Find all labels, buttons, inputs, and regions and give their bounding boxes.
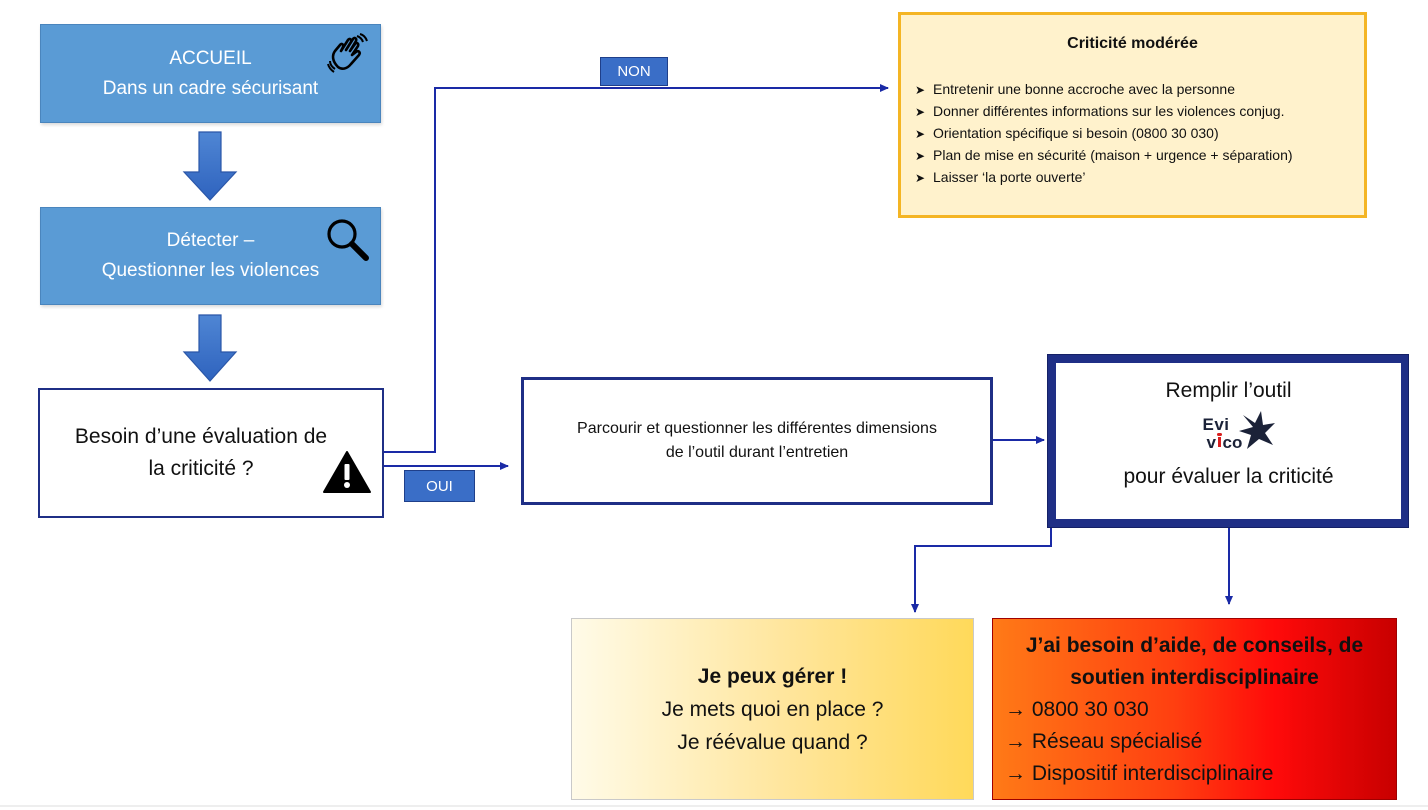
logo-dot <box>1216 433 1222 436</box>
accueil-title: ACCUEIL <box>169 47 252 69</box>
remplir-line2: pour évaluer la criticité <box>1123 465 1334 488</box>
criticite-moderee-title: Criticité modérée <box>1067 35 1198 52</box>
detecter-box: Détecter – Questionner les violences <box>40 207 381 305</box>
accueil-box: ACCUEIL Dans un cadre sécurisant <box>40 24 381 123</box>
parcourir-box: Parcourir et questionner les différentes… <box>521 377 993 505</box>
arrow-right-icon: → <box>1005 730 1026 753</box>
aide-title-line2: soutien interdisciplinaire <box>1070 666 1319 689</box>
besoin-aide-box: J’ai besoin d’aide, de conseils, de sout… <box>992 618 1397 800</box>
oui-label: OUI <box>404 470 475 502</box>
detecter-title: Détecter – <box>166 230 255 251</box>
aide-title: J’ai besoin d’aide, de conseils, de sout… <box>993 630 1396 694</box>
evivico-logo: Evi v co <box>1183 407 1275 455</box>
list-item: Orientation spécifique si besoin (0800 3… <box>915 123 1364 145</box>
remplir-box: Remplir l’outil Evi v co pour évaluer la… <box>1055 362 1402 520</box>
detecter-subtitle: Questionner les violences <box>101 260 320 281</box>
list-item: → 0800 30 030 <box>1005 698 1149 721</box>
logo-text-co: co <box>1222 433 1243 452</box>
besoin-line1: Besoin d’une évaluation de <box>74 425 328 448</box>
oui-label-text: OUI <box>426 477 453 495</box>
list-item: Donner différentes informations sur les … <box>915 101 1364 123</box>
gerer-line3: Je réévalue quand ? <box>677 730 868 754</box>
criticite-moderee-list: Entretenir une bonne accroche avec la pe… <box>915 79 1364 189</box>
non-label: NON <box>600 57 668 86</box>
waving-hand-icon <box>326 31 370 85</box>
logo-dot-i <box>1217 437 1221 447</box>
je-peux-gerer-box: Je peux gérer ! Je mets quoi en place ? … <box>571 618 974 800</box>
aide-title-line1: J’ai besoin d’aide, de conseils, de <box>1025 634 1364 657</box>
parcourir-line1: Parcourir et questionner les différentes… <box>577 420 937 437</box>
non-label-text: NON <box>617 63 651 80</box>
logo-star-mark <box>1238 411 1275 449</box>
magnifier-icon <box>324 216 370 272</box>
list-item: Plan de mise en sécurité (maison + urgen… <box>915 145 1364 167</box>
down-arrow-1 <box>182 131 238 201</box>
logo-text-evi: Evi <box>1202 415 1230 434</box>
list-item: Laisser ‘la porte ouverte’ <box>915 167 1364 189</box>
besoin-evaluation-box: Besoin d’une évaluation de la criticité … <box>38 388 384 518</box>
list-item: Entretenir une bonne accroche avec la pe… <box>915 79 1364 101</box>
parcourir-line2: de l’outil durant l’entretien <box>665 444 849 461</box>
besoin-line2: la criticité ? <box>148 457 254 480</box>
accueil-subtitle: Dans un cadre sécurisant <box>102 77 319 99</box>
warning-icon <box>322 450 372 504</box>
list-item: → Réseau spécialisé <box>1005 730 1203 753</box>
arrow-right-icon: → <box>1005 698 1026 721</box>
list-item: → Dispositif interdisciplinaire <box>1005 762 1274 785</box>
gerer-line1: Je peux gérer ! <box>697 664 848 688</box>
aide-list: → 0800 30 030 → Réseau spécialisé → Disp… <box>1005 694 1396 790</box>
down-arrow-2 <box>182 314 238 382</box>
logo-text-v: v <box>1206 433 1216 452</box>
criticite-moderee-box: Criticité modérée Entretenir une bonne a… <box>898 12 1367 218</box>
remplir-line1: Remplir l’outil <box>1165 379 1292 402</box>
arrow-right-icon: → <box>1005 762 1026 785</box>
arrow-to-gerer <box>911 527 1052 613</box>
gerer-line2: Je mets quoi en place ? <box>661 697 884 721</box>
